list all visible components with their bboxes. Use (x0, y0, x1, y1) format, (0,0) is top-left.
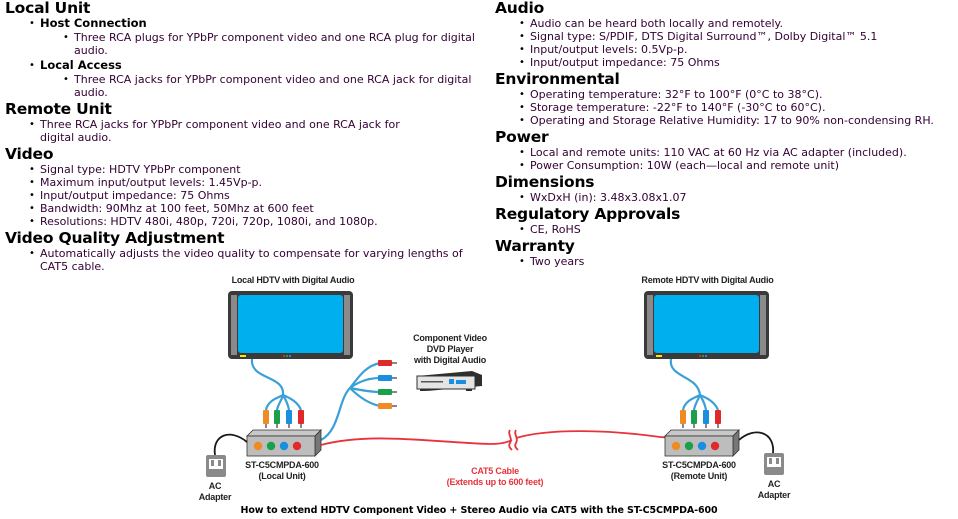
dvd-label-line-2: DVD Player (426, 344, 474, 354)
heading-regulatory: Regulatory Approvals (495, 205, 681, 223)
cat5-label-line-2: (Extends up to 600 feet) (446, 477, 544, 487)
list-item: Resolutions: HDTV 480i, 480p, 720i, 720p… (5, 215, 490, 228)
local-unit-box (246, 429, 322, 457)
section-audio: Audio Audio can be heard both locally an… (495, 0, 955, 69)
list-item: Three RCA plugs for YPbPr component vide… (40, 31, 494, 57)
dvd-av-cable (320, 361, 381, 441)
remote-unit-label: ST-C5CMPDA-600 (Remote Unit) (649, 460, 749, 482)
list-item: Storage temperature: -22°F to 140°F (-30… (495, 101, 955, 114)
heading-video: Video (5, 145, 54, 163)
list-item: Input/output impedance: 75 Ohms (5, 189, 490, 202)
section-video-quality: Video Quality Adjustment Automatically a… (5, 229, 490, 274)
list-item: Two years (495, 255, 955, 268)
list-item: Input/output impedance: 75 Ohms (495, 56, 955, 69)
heading-local-unit: Local Unit (5, 0, 91, 17)
heading-dimensions: Dimensions (495, 173, 595, 191)
heading-host-connection: Host Connection (40, 16, 147, 30)
cat5-cable-label: CAT5 Cable (Extends up to 600 feet) (430, 466, 560, 488)
left-spec-column: Local Unit Host Connection Three RCA plu… (5, 0, 490, 275)
ac-right-line-1: AC (767, 479, 781, 489)
local-av-cable (250, 358, 303, 411)
local-hdtv-icon (228, 291, 353, 359)
section-regulatory: Regulatory Approvals CE, RoHS (495, 205, 955, 237)
list-item: Bandwidth: 90Mhz at 100 feet, 50Mhz at 6… (5, 202, 490, 215)
list-item: Signal type: S/PDIF, DTS Digital Surroun… (495, 30, 955, 43)
section-warranty: Warranty Two years (495, 237, 955, 269)
section-dimensions: Dimensions WxDxH (in): 3.48x3.08x1.07 (495, 173, 955, 205)
list-item: Maximum input/output levels: 1.45Vp-p. (5, 176, 490, 189)
local-unit-plugs (263, 410, 304, 428)
remote-hdtv-icon (644, 291, 769, 359)
remote-ac-adapter-icon (764, 453, 784, 475)
list-item: Three RCA jacks for YPbPr component vide… (40, 73, 494, 99)
remote-unit-model: ST-C5CMPDA-600 (662, 460, 736, 470)
heading-remote-unit: Remote Unit (5, 100, 112, 118)
dvd-player-label: Component Video DVD Player with Digital … (400, 333, 500, 366)
ac-right-line-2: Adapter (757, 490, 791, 500)
section-power: Power Local and remote units: 110 VAC at… (495, 128, 955, 173)
ac-left-line-1: AC (208, 481, 222, 491)
dvd-plugs (378, 360, 397, 409)
remote-unit-box (664, 429, 740, 457)
connection-diagram: Local HDTV with Digital Audio Remote HDT… (190, 270, 958, 519)
remote-hdtv-label: Remote HDTV with Digital Audio (641, 275, 774, 285)
list-item: Power Consumption: 10W (each—local and r… (495, 159, 955, 172)
ac-left-line-2: Adapter (198, 492, 232, 502)
heading-environmental: Environmental (495, 70, 620, 88)
local-unit-label: ST-C5CMPDA-600 (Local Unit) (232, 460, 332, 482)
diagram-caption: How to extend HDTV Component Video + Ste… (240, 505, 718, 516)
cat5-label-line-1: CAT5 Cable (471, 466, 519, 476)
list-item: Operating temperature: 32°F to 100°F (0°… (495, 88, 955, 101)
local-unit-sub: (Local Unit) (258, 471, 306, 481)
section-remote-unit: Remote Unit Three RCA jacks for YPbPr co… (5, 100, 490, 145)
section-environmental: Environmental Operating temperature: 32°… (495, 70, 955, 128)
list-item: Automatically adjusts the video quality … (5, 247, 485, 273)
local-ac-adapter-icon (206, 455, 226, 477)
remote-ac-adapter-label: AC Adapter (749, 479, 799, 501)
dvd-player-icon (416, 371, 482, 391)
section-local-unit: Local Unit Host Connection Three RCA plu… (5, 0, 490, 99)
subsection-host-connection: Host Connection Three RCA plugs for YPbP… (5, 16, 490, 58)
remote-av-cable (669, 358, 720, 411)
remote-unit-plugs (680, 410, 721, 428)
right-spec-column: Audio Audio can be heard both locally an… (495, 0, 955, 270)
local-ac-adapter-label: AC Adapter (190, 481, 240, 503)
cat5-cable (320, 429, 683, 451)
list-item: Signal type: HDTV YPbPr component (5, 163, 490, 176)
list-item: Local and remote units: 110 VAC at 60 Hz… (495, 146, 955, 159)
dvd-label-line-1: Component Video (413, 333, 487, 343)
heading-warranty: Warranty (495, 237, 575, 255)
diagram-graphics (206, 291, 784, 477)
section-video: Video Signal type: HDTV YPbPr component … (5, 145, 490, 229)
list-item: Audio can be heard both locally and remo… (495, 17, 955, 30)
list-item: Input/output levels: 0.5Vp-p. (495, 43, 955, 56)
list-item: WxDxH (in): 3.48x3.08x1.07 (495, 191, 955, 204)
list-item: Operating and Storage Relative Humidity:… (495, 114, 955, 127)
heading-local-access: Local Access (40, 58, 122, 72)
local-unit-model: ST-C5CMPDA-600 (245, 460, 319, 470)
remote-power-cord (738, 431, 774, 454)
heading-audio: Audio (495, 0, 545, 17)
dvd-label-line-3: with Digital Audio (413, 355, 487, 365)
remote-unit-sub: (Remote Unit) (670, 471, 728, 481)
heading-video-quality: Video Quality Adjustment (5, 229, 225, 247)
list-item: CE, RoHS (495, 223, 955, 236)
local-hdtv-label: Local HDTV with Digital Audio (231, 275, 355, 285)
local-power-cord (213, 433, 248, 456)
heading-power: Power (495, 128, 549, 146)
list-item: Three RCA jacks for YPbPr component vide… (5, 118, 430, 144)
subsection-local-access: Local Access Three RCA jacks for YPbPr c… (5, 58, 490, 100)
